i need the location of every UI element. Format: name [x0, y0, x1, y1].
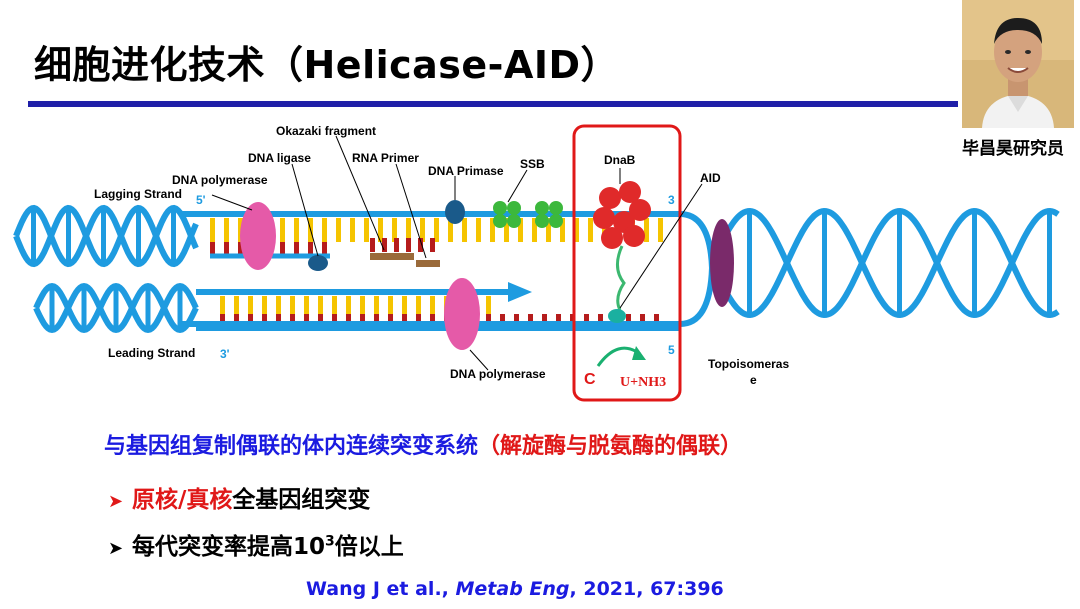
citation: Wang J et al., Metab Eng, 2021, 67:396: [306, 578, 724, 600]
citation-authors: Wang J et al.,: [306, 578, 456, 600]
base-pair-bars: [210, 218, 663, 328]
dna-ligase: [308, 255, 328, 271]
label-c-letter: C: [584, 371, 596, 388]
primer-bars: [370, 238, 435, 252]
aid-enzyme: [608, 309, 626, 323]
label-five-prime-top: 5': [196, 193, 206, 207]
bullet-mutation-rate: ➤ 每代突变率提高103倍以上: [108, 527, 404, 561]
citation-rest: , 2021, 67:396: [569, 578, 724, 600]
label-topoisomerase-line1: Topoisomeras: [708, 357, 789, 371]
presenter-name: 毕昌昊研究员: [962, 139, 1064, 159]
label-aid: AID: [700, 171, 721, 185]
label-dnab: DnaB: [604, 153, 636, 167]
dna-primase: [445, 200, 465, 224]
helix-lower-left: [33, 282, 199, 334]
presenter-photo: [962, 0, 1074, 128]
dna-polymerase-top: [240, 202, 276, 270]
label-rna-primer: RNA Primer: [352, 151, 419, 165]
label-five-right: 5: [668, 343, 675, 357]
label-three-right: 3: [668, 193, 675, 207]
label-topoisomerase-line2: e: [750, 373, 757, 387]
rna-primer-segment: [416, 260, 440, 267]
citation-journal: Metab Eng: [455, 578, 570, 600]
label-three-prime-bottom: 3': [220, 347, 230, 361]
label-dna-ligase: DNA ligase: [248, 151, 311, 165]
dna-double-helix: [13, 204, 1060, 334]
label-dna-primase: DNA Primase: [428, 164, 504, 178]
headline: 与基因组复制偶联的体内连续突变系统（解旋酶与脱氨酶的偶联）: [104, 428, 742, 460]
dna-replication-diagram: Okazaki fragment DNA ligase RNA Primer D…: [13, 124, 1060, 402]
bullet-arrow-icon: ➤: [108, 491, 124, 512]
label-dna-polymerase-top: DNA polymerase: [172, 173, 268, 187]
bullet2-text-post: 倍以上: [334, 534, 404, 560]
bullet1-text: 全基因组突变: [232, 487, 371, 513]
helicase-linker: [616, 245, 626, 311]
ssb-proteins: [493, 201, 563, 228]
label-leading-strand: Leading Strand: [108, 346, 195, 360]
helicase-aid-highlight-box: [572, 124, 682, 402]
helix-right: [709, 207, 1060, 319]
bullet1-highlight: 原核/真核: [132, 487, 233, 513]
rna-primer-segment: [370, 253, 414, 260]
leading-strand-arrow: [508, 282, 532, 302]
headline-paren: （解旋酶与脱氨酶的偶联）: [478, 434, 743, 459]
label-pointer-lines: [211, 135, 703, 371]
headline-main: 与基因组复制偶联的体内连续突变系统: [104, 434, 479, 459]
slide-title: 细胞进化技术（Helicase-AID）: [34, 43, 620, 87]
dna-polymerase-bottom: [444, 278, 480, 350]
label-okazaki-fragment: Okazaki fragment: [276, 124, 376, 138]
bullet2-text-pre: 每代突变率提高10: [132, 534, 326, 560]
bullet-whole-genome: ➤ 原核/真核全基因组突变: [108, 480, 370, 514]
label-u-nh3: U+NH3: [620, 375, 666, 390]
label-ssb: SSB: [520, 157, 545, 171]
title-underline: [28, 101, 958, 107]
deamination-arrowhead: [632, 346, 646, 360]
helix-upper-left: [13, 204, 199, 268]
bullet2-superscript: 3: [325, 533, 335, 550]
dnab-helicase: [593, 181, 651, 249]
topoisomerase: [710, 219, 734, 307]
label-lagging-strand: Lagging Strand: [94, 187, 182, 201]
label-dna-polymerase-bottom: DNA polymerase: [450, 367, 546, 381]
bullet-arrow-icon: ➤: [108, 538, 124, 559]
